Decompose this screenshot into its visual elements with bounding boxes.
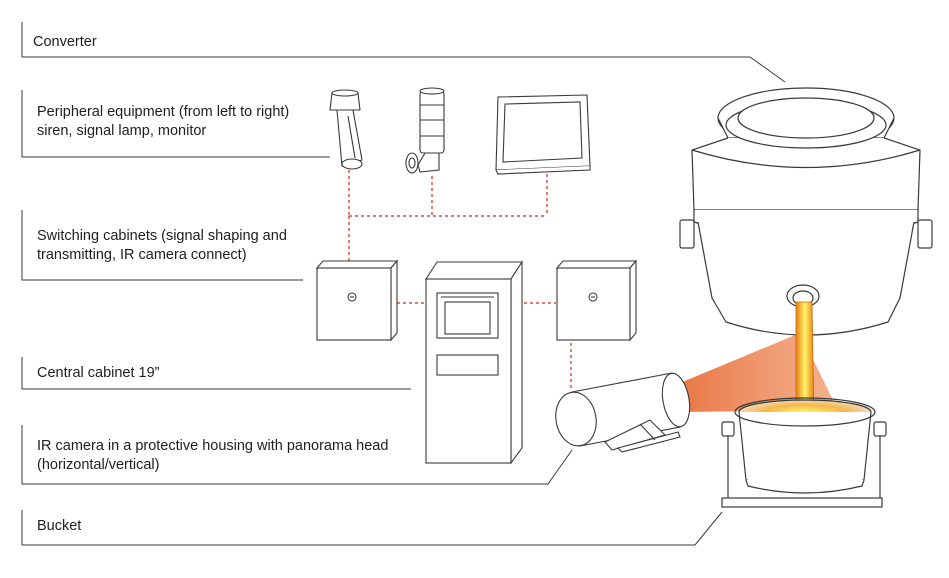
label-converter: Converter xyxy=(33,34,97,50)
label-switching-line-2: transmitting, IR camera connect) xyxy=(37,247,247,263)
siren-icon xyxy=(329,89,363,170)
label-switching-line-1: Switching cabinets (signal shaping and xyxy=(37,228,287,244)
bucket-leader xyxy=(21,510,723,546)
label-bucket: Bucket xyxy=(37,518,82,534)
monitor-icon xyxy=(495,94,591,175)
label-ir-camera-line-2: (horizontal/vertical) xyxy=(37,457,160,473)
label-ir-camera-line-1: IR camera in a protective housing with p… xyxy=(37,438,389,454)
label-peripheral-line-1: Peripheral equipment (from left to right… xyxy=(37,104,290,120)
central-cabinet xyxy=(424,260,524,465)
bucket xyxy=(721,397,887,508)
converter-leader xyxy=(21,22,786,83)
central-leader xyxy=(21,357,411,390)
converter-vessel xyxy=(679,87,933,336)
signal-lamp-icon xyxy=(405,87,445,174)
label-peripheral: Peripheral equipment (from left to right… xyxy=(37,103,289,141)
label-ir-camera: IR camera in a protective housing with p… xyxy=(37,437,388,475)
signal-wiring xyxy=(348,170,572,388)
ircamera-leader xyxy=(21,425,573,485)
label-peripheral-line-2: siren, signal lamp, monitor xyxy=(37,123,207,139)
ir-camera-housing xyxy=(555,372,691,453)
switching-leader xyxy=(21,210,303,281)
label-switching: Switching cabinets (signal shaping and t… xyxy=(37,227,287,265)
label-leader-lines xyxy=(21,22,786,546)
label-central-cabinet: Central cabinet 19” xyxy=(37,365,160,381)
switching-cabinet-right xyxy=(555,259,638,342)
switching-cabinet-left xyxy=(315,259,399,342)
peripheral-leader xyxy=(21,90,330,158)
